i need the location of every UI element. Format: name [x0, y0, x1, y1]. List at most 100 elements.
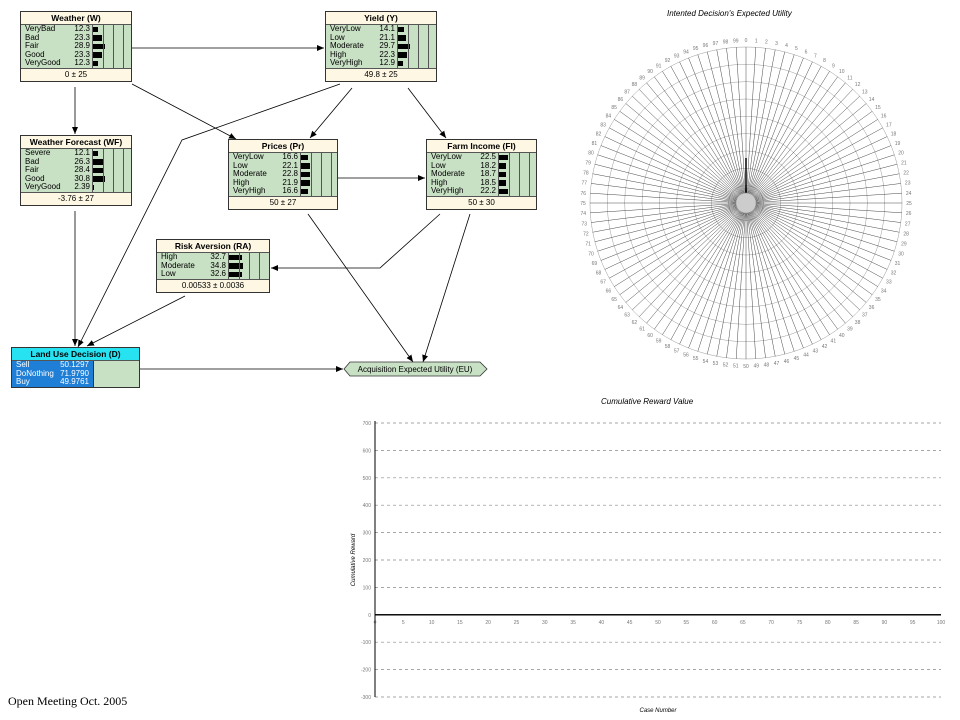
- state-label: Low: [330, 32, 345, 42]
- state-label: VeryBad: [25, 24, 56, 33]
- node-expected-value: -3.76 ± 27: [58, 193, 94, 203]
- node-expected-value: 0 ± 25: [64, 69, 88, 79]
- state-label: Severe: [25, 148, 51, 157]
- probability-bar: [93, 150, 98, 156]
- state-probability: 12.1: [74, 148, 90, 157]
- decision-state-row[interactable]: DoNothing 71.9790: [12, 368, 93, 379]
- decision-state-label: DoNothing: [16, 368, 54, 378]
- state-label: Moderate: [330, 41, 364, 51]
- decision-title: Land Use Decision (D): [12, 348, 139, 361]
- bar-gridline: [123, 25, 124, 68]
- state-probability: 16.6: [282, 152, 298, 161]
- node-title: Prices (Pr): [229, 140, 337, 153]
- state-label: Low: [233, 160, 248, 170]
- node-land-use-decision[interactable]: Land Use Decision (D) Sell 50.1297 DoNot…: [11, 347, 140, 388]
- bar-gridline: [239, 253, 240, 279]
- bar-gridline: [321, 153, 322, 196]
- state-probability: 22.5: [480, 152, 496, 161]
- probability-bar: [229, 271, 243, 278]
- state-label: Moderate: [233, 169, 267, 179]
- decision-value-panel: [94, 361, 139, 387]
- state-probability: 29.7: [379, 41, 395, 51]
- state-probability: 18.2: [480, 160, 496, 170]
- state-row[interactable]: Low 18.2: [427, 160, 536, 171]
- arrow-yield-decision: [77, 83, 341, 348]
- probability-bar: [93, 52, 103, 58]
- arrow-income-risk: [271, 213, 441, 271]
- state-label: VeryLow: [431, 152, 462, 161]
- state-row[interactable]: Severe 12.1: [21, 148, 131, 158]
- state-probability: 14.1: [379, 24, 395, 33]
- state-probability: 28.4: [74, 165, 90, 175]
- state-row[interactable]: Moderate 29.7: [326, 42, 436, 51]
- probability-bar: [93, 176, 106, 182]
- decision-state-value: 71.9790: [60, 368, 89, 378]
- state-row[interactable]: Moderate 34.8: [157, 260, 269, 271]
- bar-gridline: [92, 149, 93, 192]
- decision-state-label: Sell: [16, 360, 30, 369]
- state-label: Low: [431, 160, 446, 170]
- state-label: Good: [25, 49, 45, 59]
- state-row[interactable]: Moderate 22.8: [229, 170, 337, 179]
- state-label: High: [161, 252, 178, 261]
- state-row[interactable]: Fair 28.4: [21, 166, 131, 175]
- state-label: Moderate: [161, 260, 195, 270]
- decision-state-row[interactable]: Buy 49.9761: [12, 378, 93, 387]
- state-row[interactable]: VeryLow 22.5: [427, 152, 536, 162]
- probability-bar: [301, 163, 310, 169]
- bar-gridline: [509, 153, 510, 196]
- probability-bar: [93, 26, 98, 32]
- state-row[interactable]: VeryLow 14.1: [326, 24, 436, 34]
- state-probability: 22.8: [282, 169, 298, 179]
- probability-bar: [93, 60, 98, 67]
- decision-state-row[interactable]: Sell 50.1297: [12, 360, 93, 370]
- bar-gridline: [519, 153, 520, 196]
- state-probability: 18.5: [480, 177, 496, 187]
- state-label: High: [233, 177, 250, 187]
- node-title: Weather (W): [21, 12, 131, 25]
- bar-gridline: [428, 25, 429, 68]
- state-probability: 34.8: [210, 260, 226, 270]
- state-probability: 22.3: [379, 49, 395, 59]
- footer-text: Open Meeting Oct. 2005: [8, 694, 128, 708]
- probability-bar: [93, 167, 105, 174]
- state-label: VeryLow: [330, 24, 361, 33]
- bar-gridline: [529, 153, 530, 196]
- state-label: VeryGood: [25, 58, 61, 68]
- state-probability: 26.3: [74, 156, 90, 166]
- bar-gridline: [113, 25, 114, 68]
- bar-gridline: [113, 149, 114, 192]
- state-label: VeryHigh: [431, 186, 464, 196]
- state-label: Fair: [25, 165, 39, 175]
- node-acquisition-utility[interactable]: Acquisition Expected Utility (EU): [343, 361, 488, 377]
